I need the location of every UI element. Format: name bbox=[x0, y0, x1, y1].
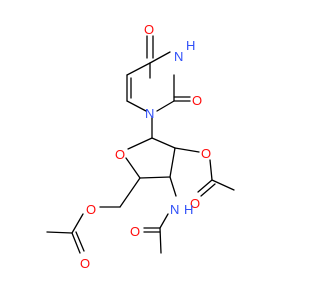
furanose-ring bbox=[125, 137, 176, 179]
acetate-c5 bbox=[46, 177, 141, 254]
c4-c5-bond bbox=[126, 62, 151, 76]
c-o-bond-a bbox=[197, 179, 213, 193]
atom-o-top: O bbox=[144, 22, 154, 37]
atom-o-acetate-2-carbonyl: O bbox=[190, 196, 200, 211]
c2p-o-bond bbox=[174, 147, 200, 153]
c4p-c5p-bond bbox=[119, 177, 141, 208]
atom-nh-amide-n: N bbox=[170, 202, 179, 217]
atom-o-acetate-5-carbonyl: O bbox=[80, 256, 90, 271]
c3p-n-bond bbox=[169, 176, 177, 197]
structure-svg: O H N O N O O O N H O O O bbox=[46, 22, 235, 271]
c6-n1-bond bbox=[126, 100, 147, 112]
acetamide-c3 bbox=[143, 176, 177, 254]
c-o-bond-b bbox=[200, 183, 216, 197]
atom-nh-ring-h: H bbox=[186, 38, 195, 53]
o-c-bond-2 bbox=[71, 213, 84, 234]
c4-n3-bond bbox=[149, 51, 171, 64]
c-o-bond-f bbox=[75, 231, 85, 252]
molecule-diagram: O H N O N O O O N H O O O bbox=[46, 22, 235, 271]
atom-n-ring: N bbox=[145, 106, 154, 121]
c4p-o4p-bond bbox=[125, 157, 141, 179]
c-o-bond-e bbox=[71, 232, 81, 254]
atom-o-acetate-2: O bbox=[201, 146, 211, 161]
n1-c2-bond bbox=[156, 100, 175, 112]
atom-nh-amide-h: H bbox=[184, 202, 193, 217]
c-ch3-bond-3 bbox=[46, 231, 73, 234]
n-c-bond bbox=[159, 213, 169, 229]
o-c-bond bbox=[209, 159, 213, 181]
c-ch3-bond bbox=[211, 179, 235, 191]
c1p-c2p-bond bbox=[151, 137, 176, 149]
atom-nh-ring-n: N bbox=[174, 49, 183, 64]
c2p-c3p-bond bbox=[169, 147, 176, 178]
c3p-c4p-bond bbox=[139, 176, 171, 179]
c1p-o4p-bond bbox=[127, 137, 153, 150]
atom-o-carbonyl: O bbox=[192, 93, 202, 108]
atom-o-amide: O bbox=[130, 224, 140, 239]
atom-o-furanose: O bbox=[115, 147, 125, 162]
acetate-c2 bbox=[174, 147, 235, 197]
uracil-ring bbox=[126, 35, 191, 139]
atom-o-acetate-5: O bbox=[86, 202, 96, 217]
